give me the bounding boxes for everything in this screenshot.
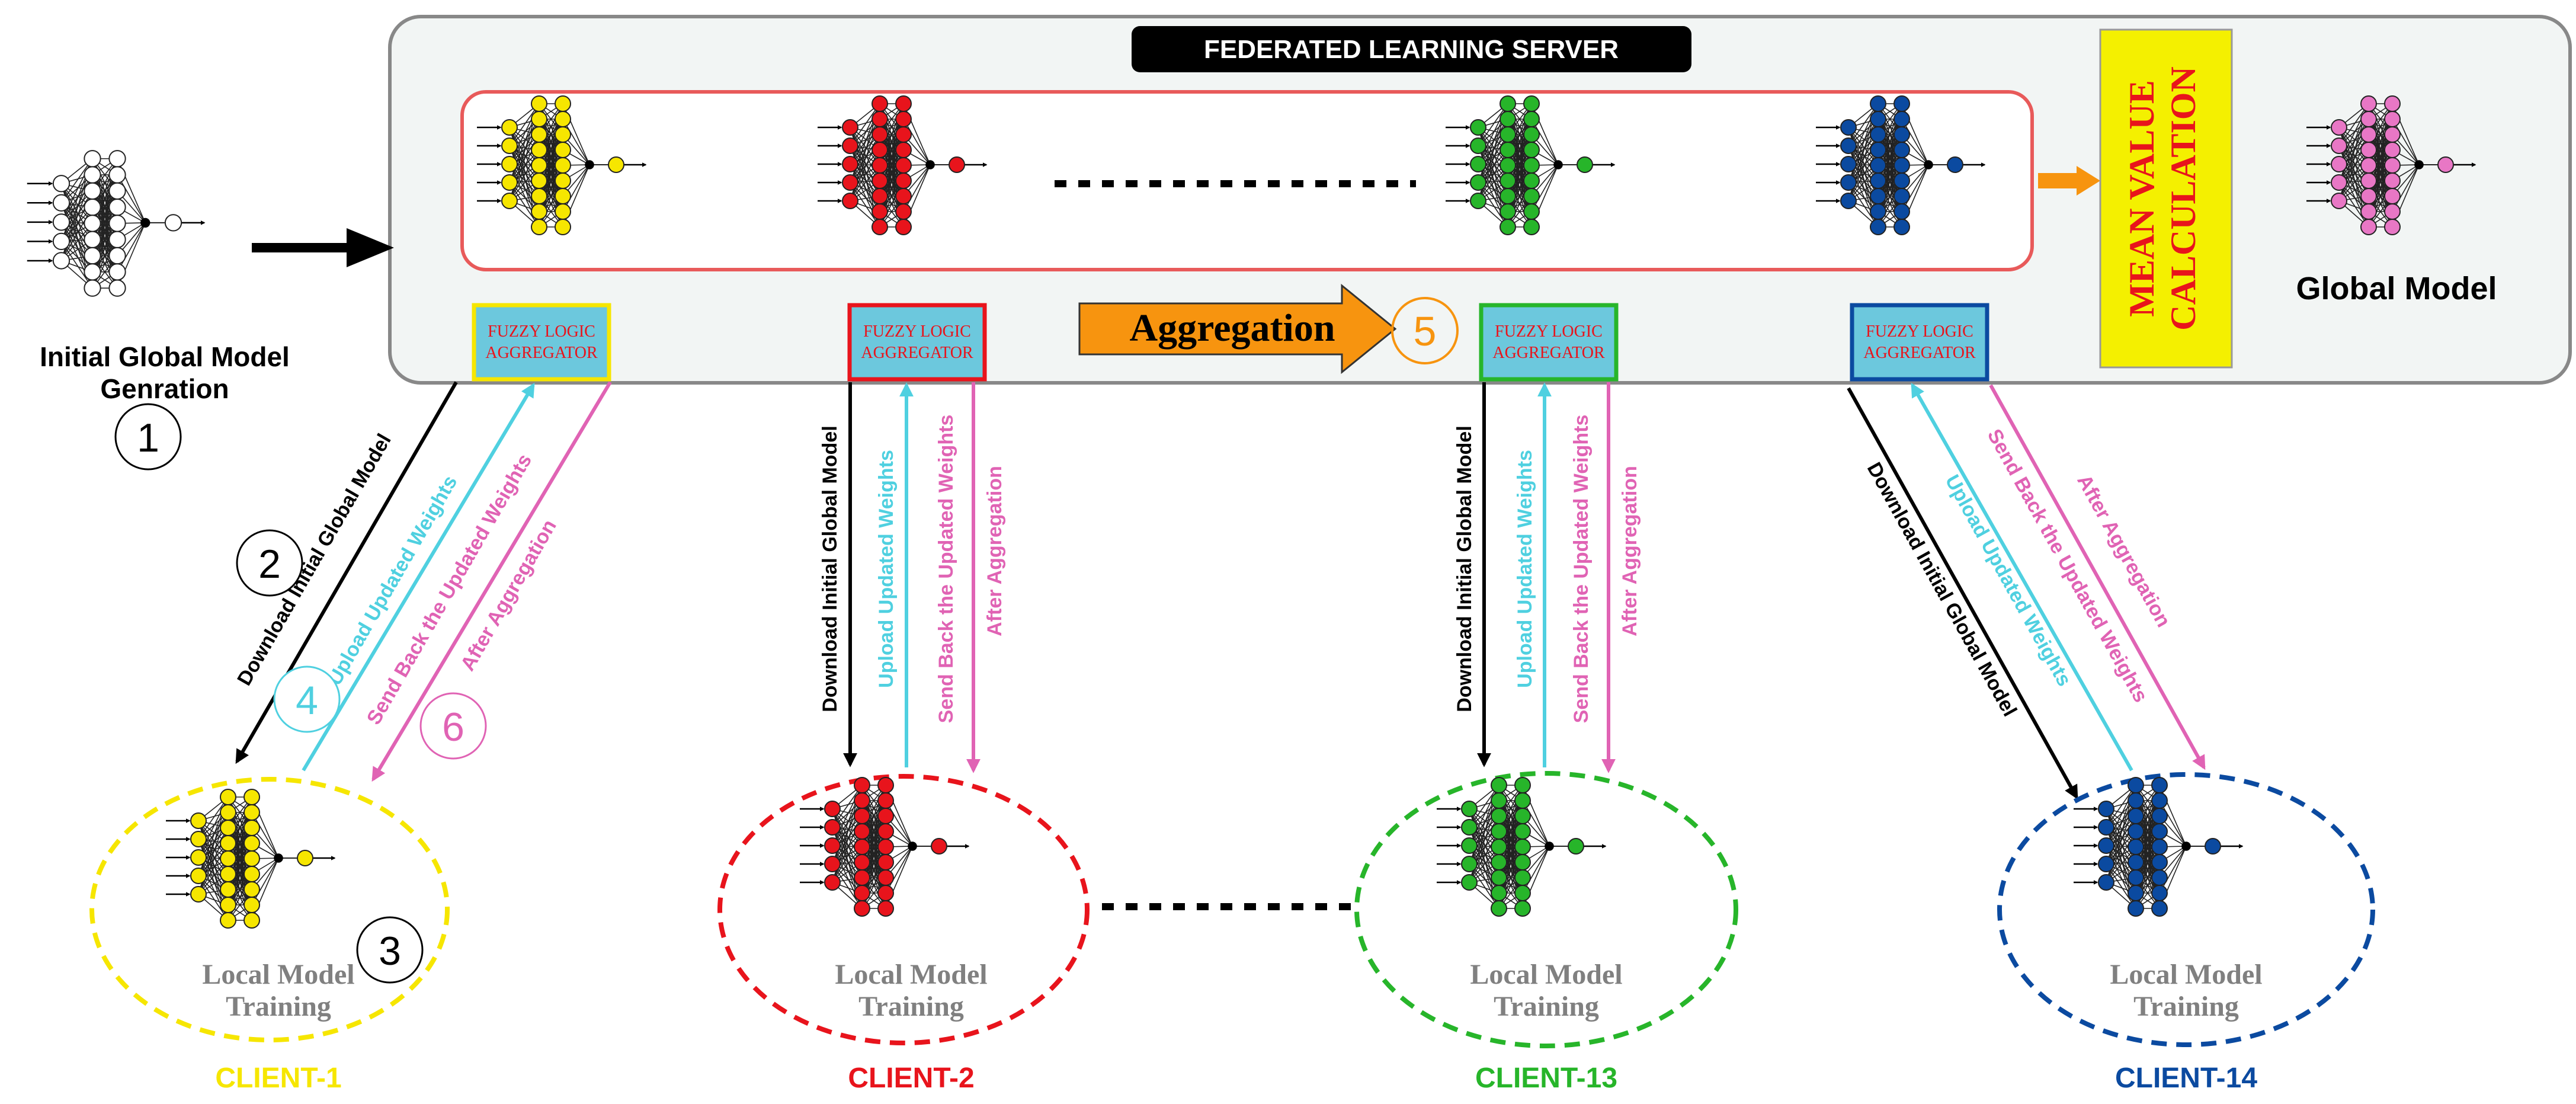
fuzzy-aggregator-2: FUZZY LOGIC AGGREGATOR (847, 303, 987, 382)
step-5-number: 5 (1414, 308, 1437, 354)
step-2-number: 2 (258, 542, 281, 587)
svg-text:Training: Training (1494, 991, 1599, 1022)
client-neural-networks (166, 777, 2244, 929)
client2-name: CLIENT-2 (848, 1063, 974, 1094)
neural-network-icon (2074, 777, 2244, 917)
client14-local-training: Local Model Training (2110, 959, 2262, 1022)
client13-download-label: Download Initial Global Model (1453, 425, 1476, 712)
client2-sendback-label: Send Back the Updated Weights (935, 415, 957, 724)
client1-sendback-arrow (371, 381, 612, 782)
initial-global-model-network (27, 150, 206, 297)
server-title: FEDERATED LEARNING SERVER (1204, 35, 1619, 64)
neural-network-icon (477, 95, 647, 235)
client13-local-training: Local Model Training (1470, 959, 1622, 1022)
neural-network-icon (1446, 95, 1616, 235)
neural-network-icon (1437, 777, 1607, 917)
step-1-circle (114, 403, 182, 471)
neural-network-icon (1816, 95, 1986, 235)
step-1-number: 1 (137, 415, 159, 460)
mean-value-line2: CALCULATION (2164, 66, 2203, 331)
client2-after-agg-label: After Aggregation (983, 466, 1006, 636)
client1-ellipse (89, 777, 450, 1042)
step-2-circle (236, 529, 303, 597)
initial-model-label-line1: Initial Global Model (40, 341, 290, 372)
client14-download-arrow (1847, 387, 2078, 800)
svg-text:AGGREGATOR: AGGREGATOR (1863, 344, 1976, 362)
step-6-circle (419, 692, 487, 760)
client1-local-training: Local Model Training (202, 959, 354, 1022)
step-3-circle (356, 916, 424, 984)
client13-sendback-label: Send Back the Updated Weights (1570, 415, 1593, 724)
svg-text:Training: Training (858, 991, 964, 1022)
client2-ellipse (717, 774, 1090, 1045)
mean-value-line1: MEAN VALUE (2122, 80, 2161, 317)
client14-sendback-arrow (1989, 384, 2206, 770)
neural-network-icon (166, 789, 336, 929)
client14-name: CLIENT-14 (2115, 1063, 2257, 1094)
svg-text:FUZZY LOGIC: FUZZY LOGIC (1495, 322, 1603, 341)
client2-local-training: Local Model Training (835, 959, 987, 1022)
fuzzy-aggregator-14: FUZZY LOGIC AGGREGATOR (1850, 303, 1989, 382)
svg-text:Local Model: Local Model (202, 959, 354, 990)
client14-download-label: Download Initial Global Model (1863, 459, 2021, 720)
svg-text:AGGREGATOR: AGGREGATOR (1492, 344, 1605, 362)
client13-name: CLIENT-13 (1475, 1063, 1617, 1094)
aggregation-label: Aggregation (1129, 306, 1335, 350)
client2-download-label: Download Initial Global Model (819, 425, 841, 712)
client13-ellipse (1354, 771, 1738, 1048)
step-4-number: 4 (296, 678, 318, 723)
svg-text:Training: Training (226, 991, 331, 1022)
client14-upload-arrow (1911, 382, 2133, 772)
step-3-number: 3 (379, 929, 401, 974)
initial-model-label-line2: Genration (100, 373, 229, 404)
svg-text:Local Model: Local Model (2110, 959, 2262, 990)
client2-upload-label: Upload Updated Weights (875, 450, 898, 688)
step-6-number: 6 (442, 705, 464, 750)
client1-name: CLIENT-1 (215, 1063, 341, 1094)
client13-after-agg-label: After Aggregation (1619, 466, 1641, 636)
server-neural-networks (477, 95, 1986, 235)
to-mean-arrowhead (2077, 166, 2100, 196)
svg-text:FUZZY LOGIC: FUZZY LOGIC (1866, 322, 1973, 341)
step-4-circle (273, 665, 341, 733)
svg-text:AGGREGATOR: AGGREGATOR (861, 344, 973, 362)
svg-text:Local Model: Local Model (835, 959, 987, 990)
svg-text:AGGREGATOR: AGGREGATOR (485, 344, 598, 362)
mean-value-box (2099, 28, 2233, 369)
fuzzy-aggregator-13: FUZZY LOGIC AGGREGATOR (1479, 303, 1619, 382)
aggregation-arrow (1078, 283, 1397, 375)
neural-network-icon (2306, 95, 2476, 235)
global-model-network (2306, 95, 2476, 235)
initial-to-server-arrowhead (347, 228, 394, 267)
svg-text:Training: Training (2133, 991, 2239, 1022)
neural-network-icon (27, 150, 206, 297)
client1-upload-arrow (302, 382, 535, 772)
server-title-bar (1132, 26, 1691, 72)
step-5-circle (1391, 297, 1459, 364)
client14-ellipse (1997, 772, 2375, 1047)
neural-network-icon (818, 95, 988, 235)
svg-text:FUZZY LOGIC: FUZZY LOGIC (863, 322, 971, 341)
fuzzy-aggregator-1: FUZZY LOGIC AGGREGATOR (472, 303, 611, 382)
svg-text:FUZZY LOGIC: FUZZY LOGIC (488, 322, 595, 341)
svg-text:Local Model: Local Model (1470, 959, 1622, 990)
global-model-label: Global Model (2296, 271, 2497, 306)
client13-upload-label: Upload Updated Weights (1514, 450, 1536, 688)
neural-network-icon (800, 777, 970, 917)
